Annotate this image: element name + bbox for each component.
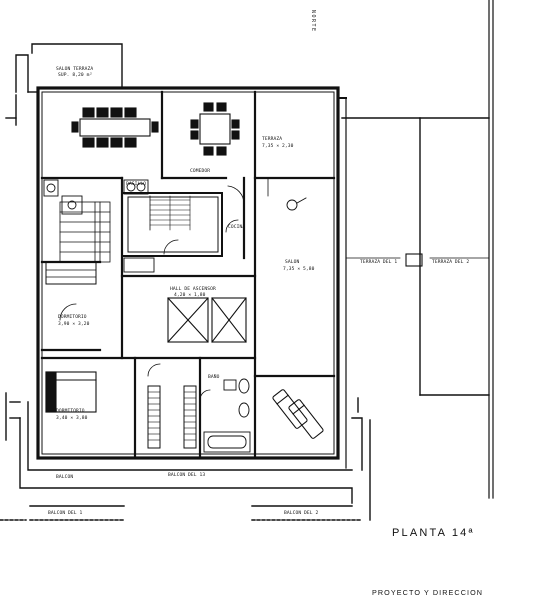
room-label-terraza-del-2: TERRAZA DEL 2 [432, 259, 469, 265]
room-area-dormitorio-1: 3,90 × 3,20 [58, 321, 90, 327]
dining-table-center [190, 102, 240, 156]
room-label-salon: SALON [285, 259, 299, 265]
project-credit: PROYECTO Y DIRECCION [372, 588, 483, 597]
room-area-hall-ascensor: 4,20 × 1,80 [174, 292, 206, 298]
room-label-dormitorio-1: DORMITORIO [58, 314, 87, 320]
room-label-comedor: COMEDOR [190, 168, 210, 174]
east-terrace [341, 117, 490, 396]
room-label-terraza: TERRAZA [262, 136, 282, 142]
core [121, 185, 245, 257]
salon-fixture [286, 197, 307, 211]
room-area-salon: 7,35 × 5,80 [283, 266, 315, 272]
room-area-salon-terraza: SUP. 8,20 m² [58, 72, 92, 78]
sun-loungers [272, 389, 324, 439]
south-balconies [0, 397, 371, 521]
north-marker: NORTE [310, 10, 316, 33]
plan-title: PLANTA 14ª [392, 527, 475, 539]
room-label-dormitorio-2: DORMITORIO [56, 408, 85, 414]
room-label-balcon-2: BALCON DEL 2 [284, 510, 319, 516]
lift-shafts [167, 297, 247, 343]
room-label-pasillo: PASILLO [126, 181, 146, 187]
fixtures [43, 179, 251, 453]
west-balcony [5, 43, 123, 441]
interior-walls [40, 90, 336, 458]
right-rails [488, 0, 494, 499]
room-label-bano: BAÑO [208, 373, 220, 380]
room-label-balcon-13: BALCON DEL 13 [168, 472, 205, 478]
service-stair [45, 201, 111, 285]
dining-table-left [71, 107, 159, 148]
door-swings [59, 177, 269, 401]
room-label-hall-ascensor: HALL DE ASCENSOR [170, 286, 216, 292]
bed [45, 371, 97, 413]
room-labels: SALON TERRAZA SUP. 8,20 m² COMEDOR TERRA… [48, 66, 469, 516]
room-area-dormitorio-2: 3,40 × 3,80 [56, 415, 88, 421]
room-label-cocina: COCINA [228, 224, 245, 230]
wardrobes [147, 385, 197, 449]
room-label-terraza-del-1: TERRAZA DEL 1 [360, 259, 397, 265]
room-label-balcon: BALCON [56, 474, 73, 480]
room-area-terraza: 7,35 × 2,30 [262, 143, 294, 149]
room-label-balcon-1: BALCON DEL 1 [48, 510, 83, 516]
room-label-salon-terraza: SALON TERRAZA [56, 66, 93, 72]
outer-wall [36, 86, 347, 469]
